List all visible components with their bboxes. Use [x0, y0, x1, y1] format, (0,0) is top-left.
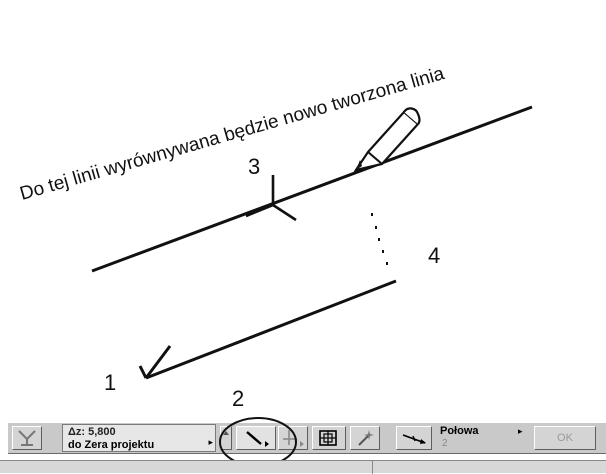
magic-wand-icon [358, 430, 374, 446]
elevation-field[interactable]: Δz: 5,800 do Zera projektu ▸ [62, 424, 216, 452]
chevron-right-icon[interactable]: ▸ [208, 438, 213, 448]
line-tool-button[interactable] [236, 426, 276, 450]
mode-value: 2 [442, 438, 448, 449]
reference-line[interactable] [91, 105, 533, 273]
magic-wand-button[interactable] [350, 426, 380, 450]
marker-3-label: 3 [248, 154, 260, 179]
marker-4-label: 4 [428, 243, 440, 268]
diagonal-line-icon [246, 431, 269, 447]
half-divide-icon [402, 434, 426, 444]
marker-2-label: 2 [232, 386, 244, 408]
drawing-canvas[interactable]: Do tej linii wyrównywana będzie nowo two… [0, 0, 606, 408]
elevation-value: Δz: 5,800 [68, 426, 116, 438]
mode-label: Połowa [440, 425, 479, 437]
pencil-icon [353, 107, 421, 172]
stairs-elevation-icon [18, 430, 36, 446]
marker-1-label: 1 [104, 370, 116, 395]
status-strip [0, 460, 606, 474]
chevron-right-icon[interactable]: ▸ [518, 427, 523, 437]
grid-select-button[interactable] [312, 426, 346, 450]
toolbar-bar: Δz: 5,800 do Zera projektu ▸ [8, 422, 606, 454]
highlight-ellipse [219, 417, 297, 460]
info-box-toolbar: Δz: 5,800 do Zera projektu ▸ [0, 408, 606, 460]
status-divider [372, 461, 373, 474]
triangle-up-icon [223, 431, 229, 435]
parallel-tool-button[interactable] [278, 426, 308, 450]
elevation-tool-button[interactable] [12, 426, 42, 450]
snap-point-marker [245, 175, 297, 222]
caption-text: Do tej linii wyrównywana będzie nowo two… [18, 63, 448, 205]
parallel-axis-icon [283, 430, 304, 447]
ok-button[interactable]: OK [534, 426, 596, 450]
elevation-reference: do Zera projektu [68, 439, 155, 451]
half-divide-button[interactable] [396, 426, 432, 450]
new-line-arrow [138, 279, 397, 380]
offset-guide-dots [371, 213, 388, 265]
grid-select-icon [319, 430, 337, 446]
